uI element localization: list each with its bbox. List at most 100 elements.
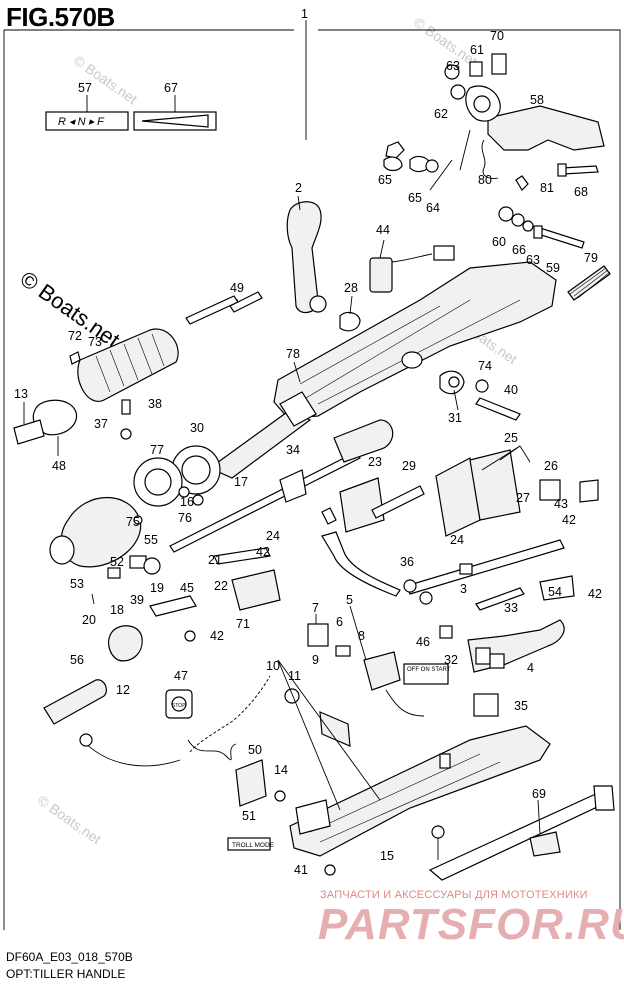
callout-29: 29 bbox=[402, 459, 416, 473]
callout-18: 18 bbox=[110, 603, 124, 617]
bracket-23 bbox=[339, 477, 385, 533]
callout-38: 38 bbox=[148, 397, 162, 411]
figure-caption: OPT:TILLER HANDLE bbox=[6, 967, 126, 981]
callout-50: 50 bbox=[248, 743, 262, 757]
promo-tagline: ЗАПЧАСТИ И АКСЕССУАРЫ ДЛЯ МОТОТЕХНИКИ bbox=[320, 889, 588, 901]
callout-28: 28 bbox=[344, 281, 358, 295]
callout-46: 46 bbox=[416, 635, 430, 649]
callout-42b: 42 bbox=[256, 545, 270, 559]
callout-17: 17 bbox=[234, 475, 248, 489]
callout-79: 79 bbox=[584, 251, 598, 265]
callout-5: 5 bbox=[346, 593, 353, 607]
callout-62: 62 bbox=[434, 107, 448, 121]
callouts: 1 2 3 4 5 6 7 8 9 10 11 12 13 14 15 16 1… bbox=[14, 7, 602, 877]
callout-15: 15 bbox=[380, 849, 394, 863]
callout-31: 31 bbox=[448, 411, 462, 425]
callout-30: 30 bbox=[190, 421, 204, 435]
shift-decal-text: R ◂ N ▸ F bbox=[58, 116, 105, 128]
troll-mode-plate bbox=[227, 837, 271, 851]
callout-10: 10 bbox=[266, 659, 280, 673]
small-bracket-70 bbox=[491, 53, 507, 75]
grip-end-13 bbox=[13, 419, 45, 445]
callout-72: 72 bbox=[68, 329, 82, 343]
callout-60: 60 bbox=[492, 235, 506, 249]
callout-66: 66 bbox=[512, 243, 526, 257]
callout-34: 34 bbox=[286, 443, 300, 457]
callout-68: 68 bbox=[574, 185, 588, 199]
callout-26: 26 bbox=[544, 459, 558, 473]
callout-76: 76 bbox=[178, 511, 192, 525]
callout-13: 13 bbox=[14, 387, 28, 401]
callout-61: 61 bbox=[470, 43, 484, 57]
callout-75: 75 bbox=[126, 515, 140, 529]
callout-27: 27 bbox=[516, 491, 530, 505]
callout-49: 49 bbox=[230, 281, 244, 295]
promo-brand: PARTSFOR.RU bbox=[318, 900, 624, 949]
troll-mode-label: TROLL MODE bbox=[232, 842, 275, 849]
callout-80: 80 bbox=[478, 173, 492, 187]
stop-label: STOP bbox=[172, 703, 186, 709]
callout-23: 23 bbox=[368, 455, 382, 469]
callout-9: 9 bbox=[312, 653, 319, 667]
callout-42c: 42 bbox=[588, 587, 602, 601]
callout-41: 41 bbox=[294, 863, 308, 877]
callout-33: 33 bbox=[504, 601, 518, 615]
callout-24: 24 bbox=[266, 529, 280, 543]
callout-58: 58 bbox=[530, 93, 544, 107]
callout-43: 43 bbox=[554, 497, 568, 511]
callout-39: 39 bbox=[130, 593, 144, 607]
callout-37: 37 bbox=[94, 417, 108, 431]
callout-32: 32 bbox=[444, 653, 458, 667]
callout-56: 56 bbox=[70, 653, 84, 667]
callout-64: 64 bbox=[426, 201, 440, 215]
callout-44: 44 bbox=[376, 223, 390, 237]
callout-63a: 63 bbox=[446, 59, 460, 73]
callout-70: 70 bbox=[490, 29, 504, 43]
callout-7: 7 bbox=[312, 601, 319, 615]
ignition-label: OFF ON START bbox=[407, 667, 451, 673]
switch-12 bbox=[108, 625, 143, 662]
throttle-grip bbox=[77, 328, 179, 402]
callout-63b: 63 bbox=[526, 253, 540, 267]
callout-25: 25 bbox=[504, 431, 518, 445]
lever-56 bbox=[43, 679, 108, 725]
callout-54: 54 bbox=[548, 585, 562, 599]
cable-holder-25 bbox=[469, 449, 521, 521]
callout-12: 12 bbox=[116, 683, 130, 697]
callout-35: 35 bbox=[514, 699, 528, 713]
callout-4: 4 bbox=[527, 661, 534, 675]
callout-47: 47 bbox=[174, 669, 188, 683]
callout-22: 22 bbox=[214, 579, 228, 593]
ignition-switch bbox=[363, 651, 401, 691]
callout-78: 78 bbox=[286, 347, 300, 361]
callout-71: 71 bbox=[236, 617, 250, 631]
callout-77: 77 bbox=[150, 443, 164, 457]
callout-14: 14 bbox=[274, 763, 288, 777]
callout-8: 8 bbox=[358, 629, 365, 643]
callout-19: 19 bbox=[150, 581, 164, 595]
callout-11: 11 bbox=[288, 669, 301, 683]
callout-67: 67 bbox=[164, 81, 178, 95]
callout-16: 16 bbox=[180, 495, 194, 509]
callout-40: 40 bbox=[504, 383, 518, 397]
callout-57: 57 bbox=[78, 81, 92, 95]
callout-2: 2 bbox=[295, 181, 302, 195]
callout-74: 74 bbox=[478, 359, 492, 373]
switch-44 bbox=[369, 257, 393, 293]
callout-51: 51 bbox=[242, 809, 256, 823]
plate-35 bbox=[473, 693, 499, 717]
callout-42a: 42 bbox=[210, 629, 224, 643]
callout-48: 48 bbox=[52, 459, 66, 473]
callout-1: 1 bbox=[301, 7, 308, 21]
callout-42d: 42 bbox=[562, 513, 576, 527]
callout-65b: 65 bbox=[408, 191, 422, 205]
callout-6: 6 bbox=[336, 615, 343, 629]
callout-36: 36 bbox=[400, 555, 414, 569]
throttle-bracket bbox=[487, 105, 605, 151]
callout-81: 81 bbox=[540, 181, 554, 195]
callout-59: 59 bbox=[546, 261, 560, 275]
figure-title: FIG.570B bbox=[6, 2, 115, 32]
model-code: DF60A_E03_018_570B bbox=[6, 950, 133, 964]
callout-21: 21 bbox=[208, 553, 222, 567]
